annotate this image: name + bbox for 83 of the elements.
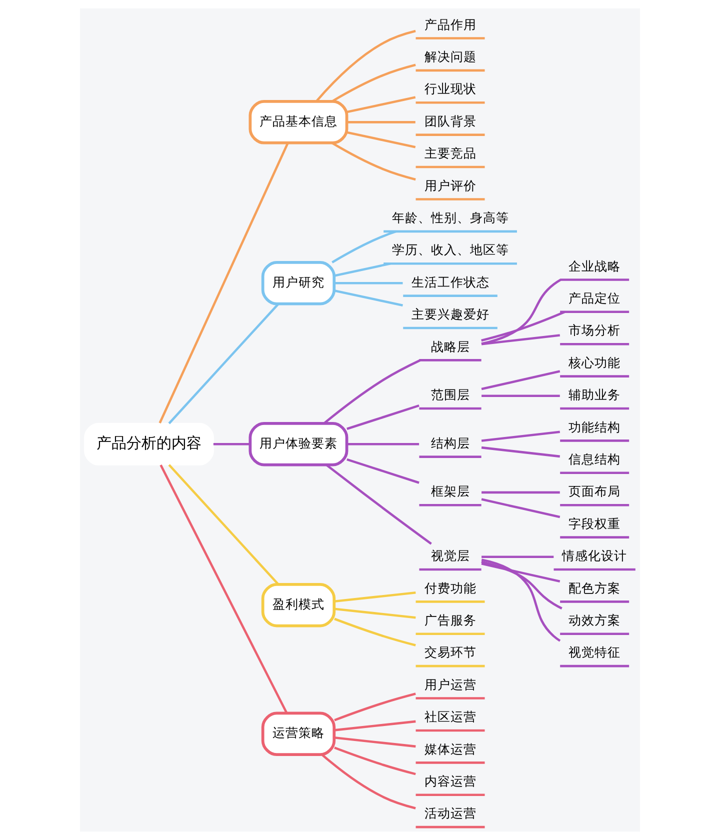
connector — [322, 754, 416, 810]
connector — [168, 464, 279, 585]
connector — [481, 334, 560, 346]
connector — [481, 560, 562, 610]
connector — [334, 290, 403, 306]
node-text: 团队背景 — [424, 113, 476, 128]
connector — [334, 592, 416, 603]
node-text: 市场分析 — [568, 322, 621, 338]
node-text: 信息结构 — [568, 451, 621, 466]
node-text: 交易环节 — [424, 644, 476, 660]
connector — [332, 142, 416, 181]
node-box: 用户体验要素 — [248, 422, 348, 466]
node-text: 视觉层 — [430, 548, 470, 564]
connector — [326, 464, 432, 545]
node-box: 盈利模式 — [261, 583, 336, 628]
connector — [334, 746, 416, 776]
node-text: 产品定位 — [568, 290, 621, 306]
connector — [323, 359, 421, 424]
node-text: 用户运营 — [424, 676, 476, 692]
node-text: 战略层 — [430, 338, 470, 354]
connector — [346, 443, 420, 446]
node-text: 用户评价 — [424, 178, 476, 193]
node-text: 社区运营 — [424, 709, 476, 724]
connector — [168, 304, 279, 424]
connector — [316, 30, 416, 102]
node-text: 配色方案 — [568, 580, 621, 596]
node-text: 字段权重 — [568, 516, 621, 531]
node-text: 辅助业务 — [568, 387, 621, 402]
node-text: 企业战略 — [568, 258, 621, 274]
node-text: 解决问题 — [424, 49, 476, 64]
node-text: 年龄、性别、身高等 — [392, 210, 509, 225]
node-text: 广告服务 — [424, 612, 476, 628]
node-text: 范围层 — [430, 387, 470, 402]
node-text: 功能结构 — [568, 419, 621, 434]
connector — [482, 394, 560, 397]
node-text: 行业现状 — [424, 81, 476, 96]
node-text: 学历、收入、地区等 — [392, 242, 509, 258]
connector — [160, 464, 288, 714]
connector — [481, 558, 561, 642]
connector — [346, 404, 420, 430]
node-text: 媒体运营 — [424, 741, 476, 756]
node-text: 内容运营 — [424, 773, 476, 788]
node-box: 产品分析的内容 — [84, 422, 214, 466]
connector — [346, 96, 416, 114]
connector — [332, 64, 416, 102]
connector — [334, 720, 416, 732]
connector — [334, 692, 416, 722]
connector — [334, 262, 391, 277]
node-text: 主要竞品 — [424, 146, 476, 161]
node-text: 页面布局 — [568, 484, 621, 499]
connector — [334, 608, 416, 619]
node-text: 生活工作状态 — [411, 274, 490, 290]
node-text: 情感化设计 — [562, 548, 628, 564]
node-text: 视觉特征 — [568, 644, 621, 660]
node-text: 付费功能 — [424, 580, 476, 596]
connector — [334, 736, 416, 748]
connector — [481, 430, 560, 442]
node-text: 结构层 — [430, 435, 470, 450]
node-box: 运营策略 — [261, 712, 336, 756]
connector — [481, 278, 562, 345]
connector — [334, 282, 403, 284]
connector — [334, 618, 416, 646]
node-text: 主要兴趣爱好 — [411, 306, 490, 322]
node-text: 核心功能 — [568, 354, 621, 370]
connector — [482, 556, 554, 558]
connector — [481, 562, 560, 583]
connector — [346, 458, 420, 484]
node-text: 框架层 — [430, 484, 470, 499]
connector — [346, 121, 416, 124]
connector — [481, 310, 566, 342]
connector — [481, 498, 560, 518]
connector — [481, 370, 560, 390]
connector — [213, 443, 250, 446]
node-text: 产品作用 — [424, 16, 476, 32]
node-text: 动效方案 — [568, 612, 621, 628]
connector — [346, 131, 416, 148]
connector — [158, 142, 289, 424]
node-box: 产品基本信息 — [248, 100, 348, 144]
connector — [482, 491, 560, 494]
connector — [332, 230, 396, 264]
node-box: 用户研究 — [261, 261, 336, 306]
node-text: 活动运营 — [424, 806, 476, 821]
connector — [481, 446, 560, 458]
